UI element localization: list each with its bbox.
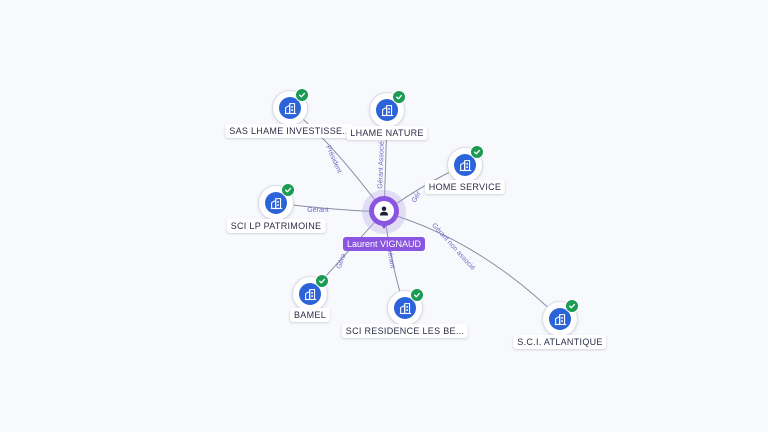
company-label-sas-lhame[interactable]: SAS LHAME INVESTISSE... [225,124,355,138]
person-node[interactable] [360,188,408,236]
company-building-icon [454,154,476,176]
company-building-icon [549,308,571,330]
company-label-lhame-nature[interactable]: LHAME NATURE [346,126,428,140]
verified-check-icon [470,145,484,159]
verified-check-icon [392,90,406,104]
company-node-lhame-nature[interactable] [367,90,407,130]
company-building-icon [299,283,321,305]
company-label-sci-atlantique[interactable]: S.C.I. ATLANTIQUE [513,335,607,349]
verified-check-icon [295,88,309,102]
edge-label-sci-atlantique: Gérant non associé [430,222,476,272]
edge-label-bamel: Géra [336,253,348,270]
company-label-sci-lp[interactable]: SCI LP PATRIMOINE [226,219,326,233]
company-building-icon [376,99,398,121]
edge-label-lhame-nature: Gérant Associé [377,141,386,189]
person-name-label[interactable]: Laurent VIGNAUD [342,237,426,251]
company-node-sci-residence[interactable] [385,288,425,328]
company-node-sci-lp[interactable] [256,183,296,223]
edge-label-sas-lhame: Président [324,144,342,174]
verified-check-icon [565,299,579,313]
company-node-sci-atlantique[interactable] [540,299,580,339]
company-node-home-service[interactable] [445,145,485,185]
verified-check-icon [315,274,329,288]
company-building-icon [265,192,287,214]
verified-check-icon [281,183,295,197]
company-label-sci-residence[interactable]: SCI RESIDENCE LES BE... [341,324,469,338]
person-icon [374,201,394,221]
verified-check-icon [410,288,424,302]
company-node-sas-lhame[interactable] [270,88,310,128]
company-building-icon [394,297,416,319]
company-building-icon [279,97,301,119]
edge-label-sci-lp: Gérant [307,207,328,214]
company-node-bamel[interactable] [290,274,330,314]
edge-label-sci-residence: Gérant [385,247,396,269]
edge-label-home-service: Gér [411,190,423,204]
company-label-bamel[interactable]: BAMEL [289,308,331,322]
person-pin [369,196,399,229]
company-label-home-service[interactable]: HOME SERVICE [424,180,506,194]
edge-sci-atlantique [383,211,562,321]
